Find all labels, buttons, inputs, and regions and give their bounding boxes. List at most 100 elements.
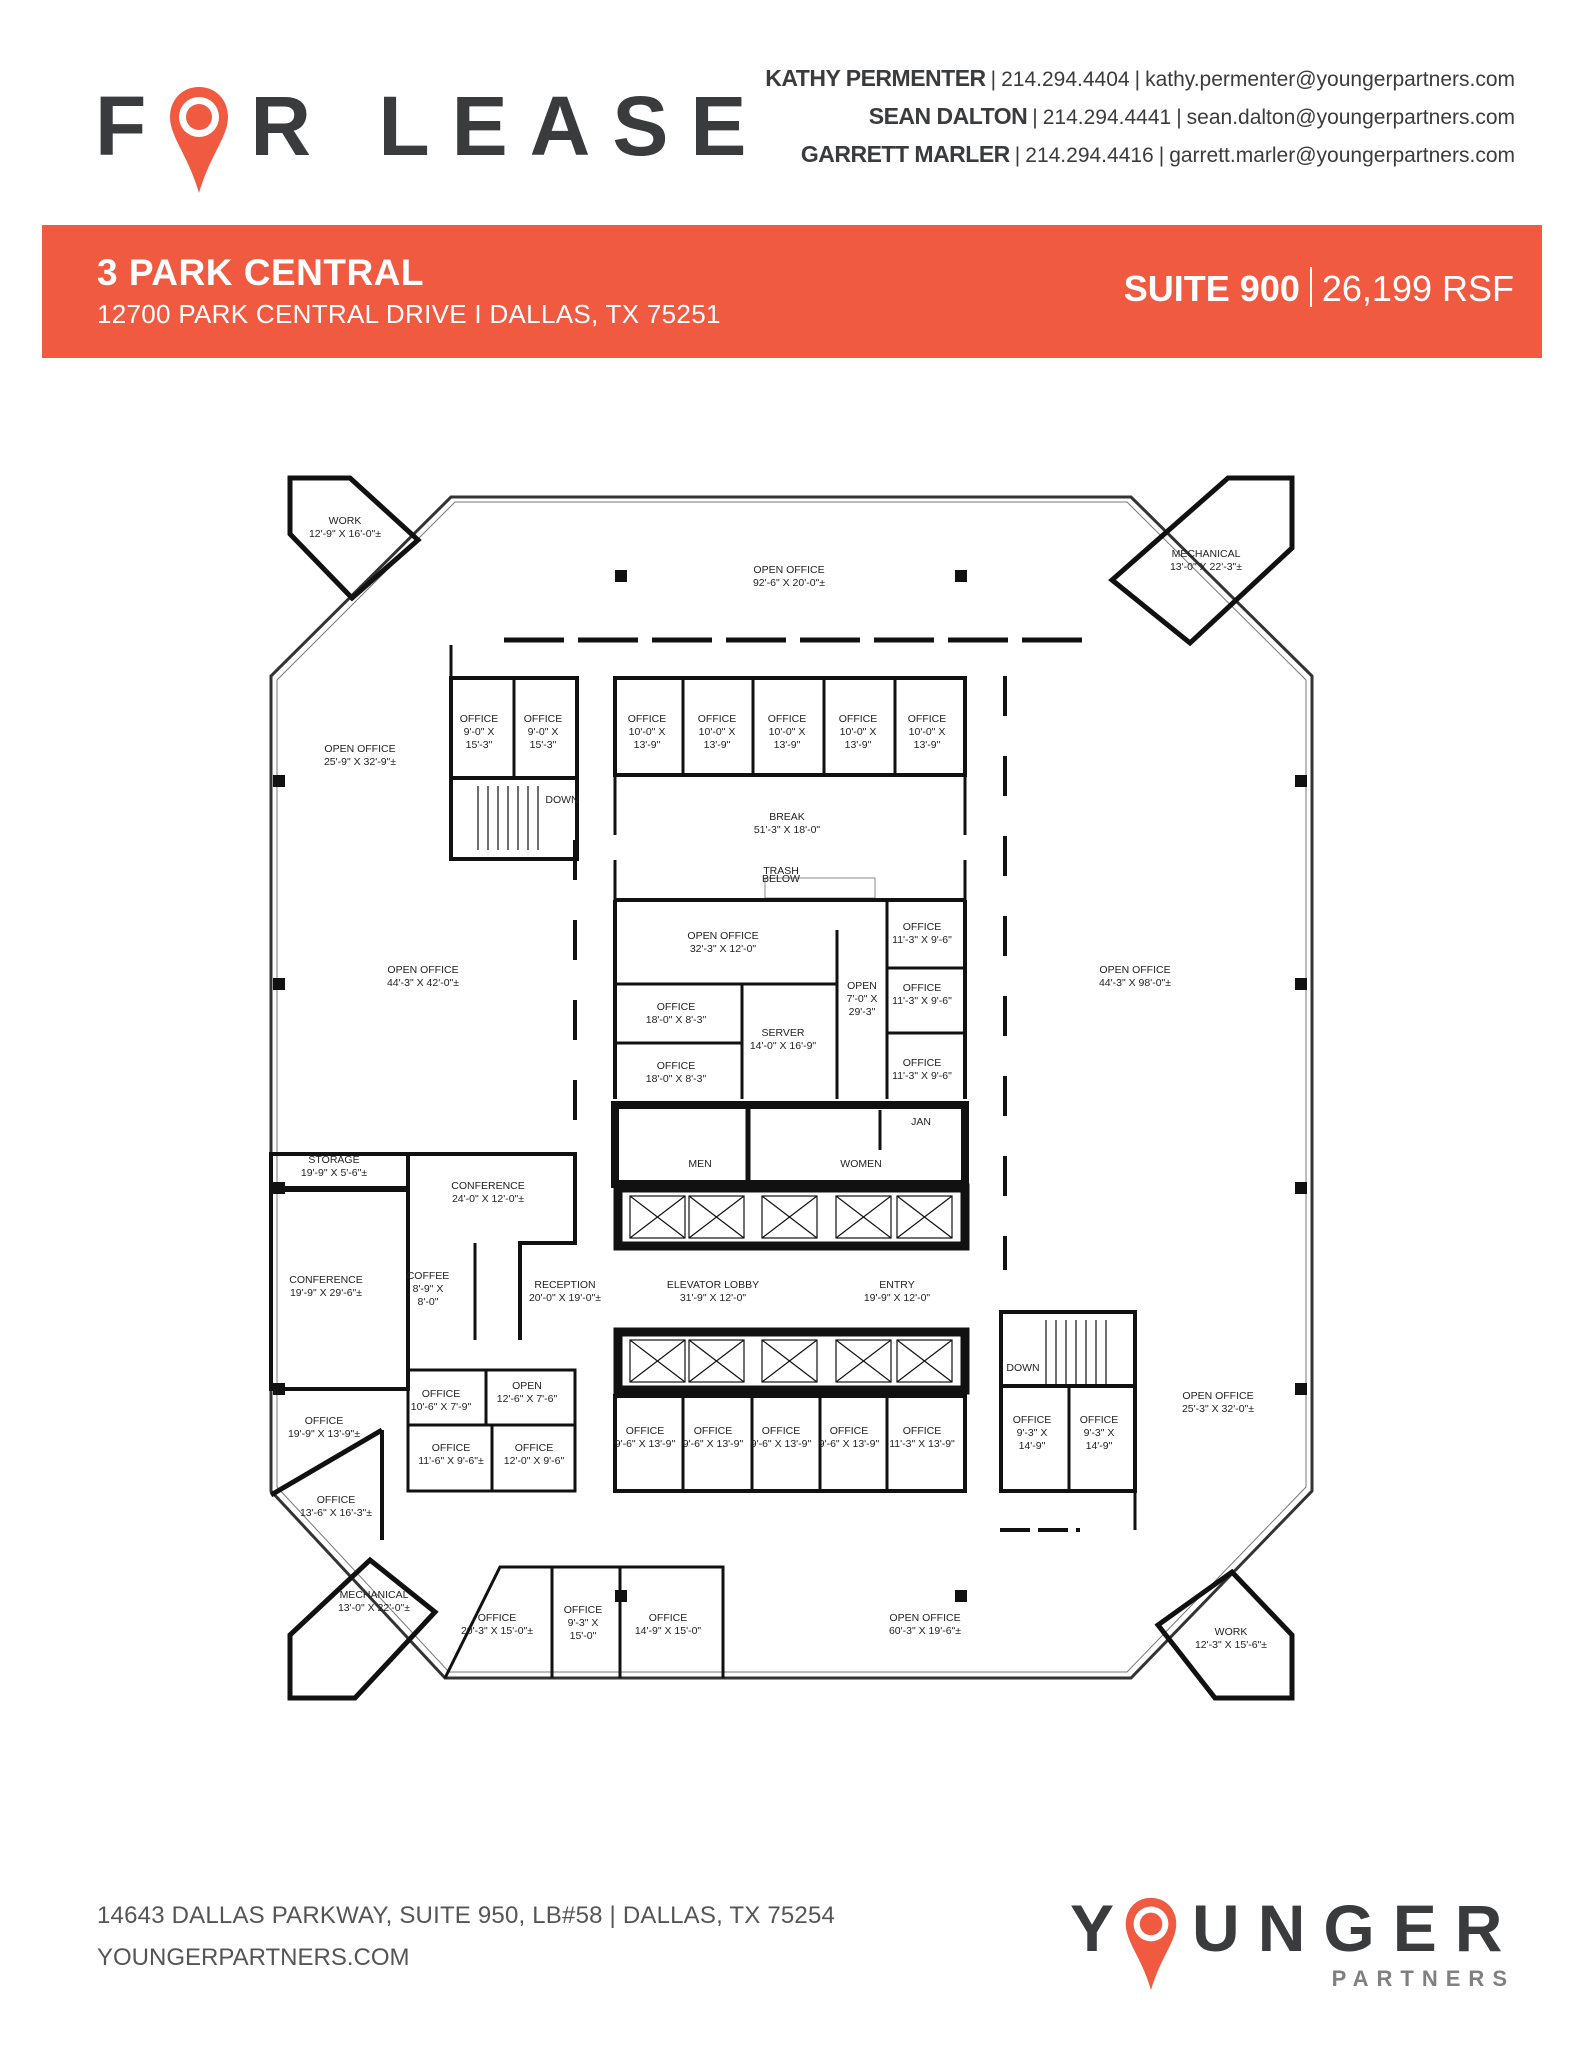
room-name: OPEN OFFICE [753, 564, 824, 576]
room-dimensions: 12'-3" X 15'-6"± [1195, 1639, 1267, 1651]
room-name: OPEN OFFICE [387, 964, 458, 976]
room-dimensions: 44'-3" X 98'-0"± [1099, 977, 1171, 989]
contact-phone[interactable]: 214.294.4416 [1025, 144, 1154, 167]
room-name: STORAGE [308, 1154, 359, 1166]
room-name: OFFICE [830, 1425, 869, 1437]
exterior-wall [269, 495, 1314, 1680]
mechanical-room-sw [287, 1556, 439, 1701]
room-label: DOWN [1006, 1362, 1039, 1374]
contact-email[interactable]: sean.dalton@youngerpartners.com [1186, 106, 1515, 129]
room-dimensions: 9'-3" X [1017, 1427, 1048, 1439]
room-name: OFFICE [698, 713, 737, 725]
suite-number: SUITE 900 [1123, 268, 1300, 309]
room-name: OPEN OFFICE [1182, 1390, 1253, 1402]
contact-row: KATHY PERMENTER|214.294.4404|kathy.perme… [765, 65, 1515, 91]
contact-email[interactable]: garrett.marler@youngerpartners.com [1169, 144, 1515, 167]
room-dimensions: 10'-0" X [629, 726, 666, 738]
room-dimensions: 25'-9" X 32'-9"± [324, 756, 396, 768]
room-dimensions: 13'-9" [914, 739, 941, 751]
contact-phone[interactable]: 214.294.4404 [1001, 68, 1130, 91]
logo-partners: PARTNERS [1331, 1966, 1515, 1991]
room-dimensions: 12'-9" X 16'-0"± [309, 528, 381, 540]
room-dimensions: 44'-3" X 42'-0"± [387, 977, 459, 989]
room-name: CONFERENCE [289, 1274, 363, 1286]
room-dimensions: 19'-9" X 29'-6"± [290, 1287, 362, 1299]
room-label: WOMEN [840, 1158, 881, 1170]
room-label: MEN [688, 1158, 711, 1170]
room-name: MECHANICAL [1172, 548, 1241, 560]
room-dimensions: 20'-0" X 19'-0"± [529, 1292, 601, 1304]
room-name: OPEN [847, 980, 877, 992]
room-name: RECEPTION [534, 1279, 595, 1291]
company-website-link[interactable]: YOUNGERPARTNERS.COM [97, 1944, 410, 1971]
room-dimensions: 13'-0" X 22'-3"± [1170, 561, 1242, 573]
room-name: OFFICE [628, 713, 667, 725]
room-name: OFFICE [768, 713, 807, 725]
room-name: CONFERENCE [451, 1180, 525, 1192]
room-dimensions: 19'-9" X 12'-0" [864, 1292, 931, 1304]
room-dimensions: 9'-0" X [464, 726, 495, 738]
room-dimensions: 13'-9" [634, 739, 661, 751]
contact-email[interactable]: kathy.permenter@youngerpartners.com [1145, 68, 1515, 91]
room-dimensions: 13'-9" [845, 739, 872, 751]
room-name: OFFICE [317, 1494, 356, 1506]
room-dimensions: 14'-9" [1086, 1440, 1113, 1452]
room-dimensions: 32'-3" X 12'-0" [690, 943, 757, 955]
structural-columns [273, 570, 1307, 1602]
room-dimensions: 13'-0" X 22'-0"± [338, 1602, 410, 1614]
room-name: OPEN OFFICE [889, 1612, 960, 1624]
room-name: OFFICE [903, 982, 942, 994]
room-name: OFFICE [478, 1612, 517, 1624]
room-name: OFFICE [564, 1604, 603, 1616]
room-name: TRASH [763, 865, 799, 877]
map-pin-icon [170, 86, 229, 193]
room-dimensions: 11'-3" X 13'-9" [889, 1438, 955, 1450]
room-name: OFFICE [626, 1425, 665, 1437]
room-name: OFFICE [694, 1425, 733, 1437]
room-name: OPEN [512, 1380, 542, 1392]
room-dimensions: 10'-0" X [699, 726, 736, 738]
room-dimensions: 24'-0" X 12'-0"± [452, 1193, 524, 1205]
room-dimensions: 31'-9" X 12'-0" [680, 1292, 747, 1304]
mechanical-room-ne [1108, 475, 1295, 647]
property-name: 3 PARK CENTRAL [97, 252, 424, 293]
room-name: OFFICE [422, 1388, 461, 1400]
room-dimensions: 14'-9" X 15'-0" [635, 1625, 702, 1637]
room-dimensions: 11'-6" X 9'-6"± [418, 1455, 484, 1467]
property-banner: 3 PARK CENTRAL 12700 PARK CENTRAL DRIVE … [42, 225, 1542, 358]
divider [1309, 267, 1312, 307]
contact-phone[interactable]: 214.294.4441 [1042, 106, 1172, 129]
room-dimensions: 9'-6" X 13'-9" [615, 1438, 676, 1450]
room-dimensions: 10'-0" X [840, 726, 877, 738]
room-label: JAN [911, 1116, 931, 1128]
